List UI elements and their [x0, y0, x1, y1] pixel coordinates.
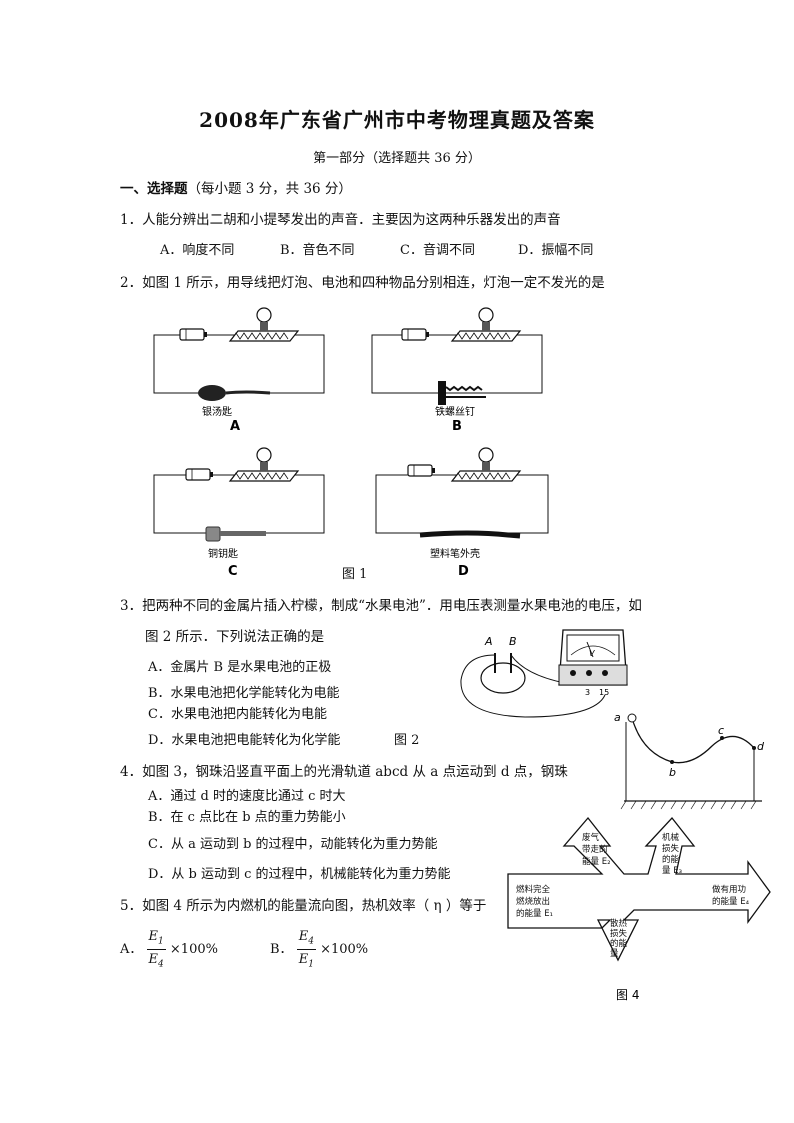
- point-d: d: [757, 740, 765, 753]
- page-title: 2008年广东省广州市中考物理真题及答案: [199, 108, 595, 132]
- point-b: b: [669, 766, 676, 779]
- flow-mech-line4: 量 E₃: [662, 866, 682, 876]
- q5-option-a-suffix: ×100%: [169, 942, 218, 958]
- flow-exhaust-line1: 废气: [582, 832, 600, 843]
- q3-option-a: A．金属片 B 是水果电池的正极: [148, 660, 332, 675]
- q5-option-b-prefix: B．: [270, 942, 293, 958]
- flow-mech-line3: 的能: [662, 854, 680, 865]
- flow-mech-line1: 机械: [662, 832, 680, 843]
- q4-option-b: B．在 c 点比在 b 点的重力势能小: [148, 810, 346, 825]
- letter-c: C: [228, 564, 238, 579]
- q4-option-c: C．从 a 运动到 b 的过程中，动能转化为重力势能: [148, 837, 438, 852]
- q5-option-a-denominator: E4: [148, 951, 164, 970]
- item-label-d: 塑料笔外壳: [430, 547, 480, 560]
- figure-2-caption: 图 2: [394, 733, 420, 748]
- figure-3-track: a b c d: [614, 711, 765, 810]
- flow-useful-text: 做有用功 的能量 E₄: [712, 884, 750, 907]
- q3-option-c: C．水果电池把内能转化为电能: [148, 707, 327, 722]
- q1-option-b: B．音色不同: [280, 243, 355, 258]
- section-note: （每小题 3 分，共 36 分）: [187, 181, 352, 197]
- flow-heat-line1: 散热: [610, 918, 628, 929]
- letter-b: B: [452, 419, 462, 434]
- item-label-b: 铁螺丝钉: [435, 405, 475, 418]
- q1-option-a: A．响度不同: [160, 243, 235, 258]
- q4-option-a: A．通过 d 时的速度比通过 c 时大: [148, 789, 346, 804]
- q3-option-b: B．水果电池把化学能转化为电能: [148, 686, 340, 701]
- flow-useful-line1: 做有用功: [712, 884, 746, 895]
- figure-4-energy-flow: 燃料完全 燃烧放出 的能量 E₁ 废气 带走的 能量 E₂ 机械 损失 的能 量…: [507, 816, 771, 1002]
- electrode-b-label: B: [509, 635, 517, 648]
- figure-1-circuits: 银汤匙 A 铁螺丝钉 B 铜钥匙 C 塑料笔外壳 D: [153, 307, 549, 579]
- q3-stem-line2: 图 2 所示．下列说法正确的是: [145, 629, 325, 645]
- q5-option-a: A． E1 E4 ×100%: [120, 930, 218, 969]
- q1-option-d: D．振幅不同: [518, 243, 594, 258]
- flow-mech-text: 机械 损失 的能 量 E₃: [662, 832, 682, 876]
- q1-stem: 1．人能分辨出二胡和小提琴发出的声音．主要因为这两种乐器发出的声音: [120, 212, 561, 228]
- flow-input-line3: 的能量 E₁: [516, 908, 553, 919]
- part-subtitle: 第一部分（选择题共 36 分）: [313, 151, 481, 166]
- q4-stem: 4．如图 3，钢珠沿竖直平面上的光滑轨道 abcd 从 a 点运动到 d 点，钢…: [120, 764, 568, 780]
- q2-stem: 2．如图 1 所示，用导线把灯泡、电池和四种物品分别相连，灯泡一定不发光的是: [120, 275, 605, 291]
- item-label-c: 铜钥匙: [208, 547, 238, 560]
- voltmeter: V 3 15: [558, 629, 628, 697]
- circuit-a: 银汤匙 A: [153, 307, 325, 434]
- letter-a: A: [230, 419, 240, 434]
- q3-option-d: D．水果电池把电能转化为化学能: [148, 733, 341, 748]
- terminal-15: 15: [599, 688, 609, 697]
- flow-useful-line2: 的能量 E₄: [712, 896, 750, 907]
- q3-stem-line1: 3．把两种不同的金属片插入柠檬，制成“水果电池”．用电压表测量水果电池的电压，如: [120, 598, 642, 614]
- point-a: a: [614, 711, 621, 724]
- q5-option-b: B． E4 E1 ×100%: [270, 930, 368, 969]
- q5-stem: 5．如图 4 所示为内燃机的能量流向图，热机效率（ η ）等于: [120, 898, 487, 914]
- terminal-3: 3: [585, 688, 590, 697]
- flow-heat-line3: 的能: [610, 938, 628, 949]
- q5-option-b-fraction: E4 E1: [296, 930, 316, 970]
- point-c: c: [718, 724, 724, 737]
- flow-mech-line2: 损失: [662, 843, 680, 854]
- flow-exhaust-line3: 能量 E₂: [582, 856, 610, 867]
- letter-d: D: [458, 564, 469, 579]
- q5-option-a-fraction: E1 E4: [146, 930, 166, 970]
- flow-exhaust-line2: 带走的: [582, 844, 608, 855]
- q5-option-b-suffix: ×100%: [320, 942, 369, 958]
- flow-heat-text: 散热 损失 的能 量: [610, 918, 628, 959]
- q1-option-c: C．音调不同: [400, 243, 475, 258]
- flow-input-line2: 燃烧放出: [516, 896, 550, 907]
- section-label: 一、选择题: [120, 181, 188, 197]
- circuit-c: 铜钥匙 C: [153, 447, 325, 579]
- flow-heat-line4: 量: [610, 949, 619, 959]
- q5-option-a-numerator: E1: [146, 930, 166, 950]
- circuit-b: 铁螺丝钉 B: [371, 307, 543, 434]
- q5-option-a-prefix: A．: [120, 942, 143, 958]
- figure-2-fruit-battery: A B V 3 15: [460, 629, 628, 718]
- flow-exhaust-text: 废气 带走的 能量 E₂: [582, 832, 610, 867]
- circuit-d: 塑料笔外壳 D: [375, 447, 549, 579]
- electrode-a-label: A: [484, 635, 493, 648]
- voltmeter-v: V: [589, 649, 595, 658]
- q4-option-d: D．从 b 运动到 c 的过程中，机械能转化为重力势能: [148, 867, 451, 882]
- flow-input-text: 燃料完全 燃烧放出 的能量 E₁: [516, 884, 553, 919]
- q5-option-b-denominator: E1: [298, 951, 314, 970]
- figure-4-caption: 图 4: [616, 988, 639, 1002]
- item-label-a: 银汤匙: [202, 405, 232, 418]
- section-heading: 一、选择题（每小题 3 分，共 36 分）: [120, 177, 352, 197]
- figure-1-caption: 图 1: [342, 567, 368, 582]
- q5-option-b-numerator: E4: [296, 930, 316, 950]
- flow-input-line1: 燃料完全: [516, 884, 551, 895]
- flow-heat-line2: 损失: [610, 928, 628, 939]
